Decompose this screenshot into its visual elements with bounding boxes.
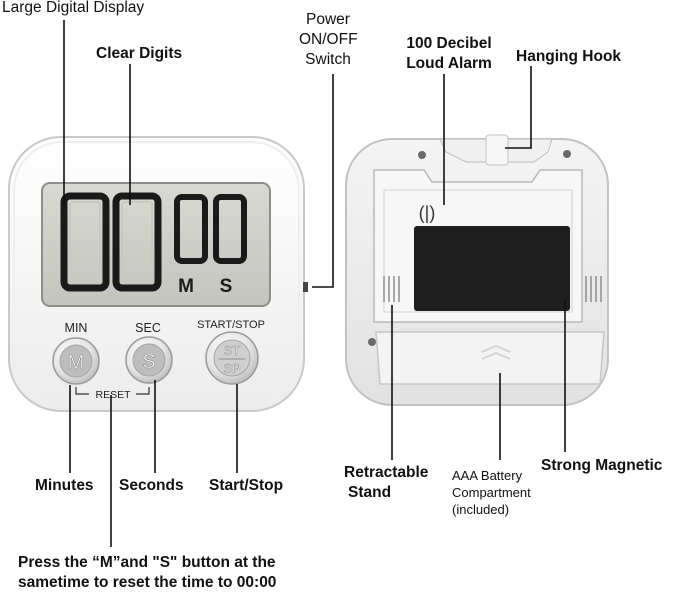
label-hanging-hook: Hanging Hook bbox=[516, 48, 622, 65]
svg-text:S: S bbox=[142, 351, 155, 373]
svg-text:M: M bbox=[68, 352, 85, 374]
label-power-switch: Power ON/OFF Switch bbox=[299, 11, 358, 68]
callout-lines bbox=[63, 20, 566, 547]
label-large-display: Large Digital Display bbox=[2, 0, 145, 16]
front-timer: M S MIN SEC START/STOP M S ST SP RESET bbox=[8, 136, 308, 412]
label-loud-alarm: 100 Decibel Loud Alarm bbox=[406, 35, 492, 72]
sec-caption: SEC bbox=[135, 321, 161, 335]
speaker-grille-icon: (|) bbox=[419, 203, 436, 223]
label-reset-note: Press the “M”and "S" button at the samet… bbox=[18, 554, 277, 591]
label-battery: AAA Battery Compartment (included) bbox=[452, 468, 531, 517]
svg-text:SP: SP bbox=[223, 361, 240, 376]
reset-caption: RESET bbox=[95, 389, 131, 401]
start-stop-button[interactable]: ST SP bbox=[205, 331, 259, 385]
label-seconds: Seconds bbox=[119, 477, 184, 494]
min-button[interactable]: M bbox=[52, 337, 100, 385]
back-timer: (|) bbox=[345, 134, 609, 406]
svg-text:ST: ST bbox=[224, 343, 241, 358]
second-digits bbox=[174, 194, 247, 264]
start-stop-caption: START/STOP bbox=[197, 319, 265, 331]
front-body-rim bbox=[13, 141, 300, 407]
label-clear-digits: Clear Digits bbox=[96, 45, 183, 62]
magnet bbox=[414, 226, 570, 311]
unit-s: S bbox=[220, 276, 233, 297]
label-minutes: Minutes bbox=[35, 477, 94, 494]
power-switch-nub[interactable] bbox=[303, 282, 308, 292]
label-strong-magnetic: Strong Magnetic bbox=[541, 457, 663, 474]
reset-bracket bbox=[75, 387, 89, 395]
minute-digits bbox=[60, 192, 162, 292]
label-start-stop: Start/Stop bbox=[209, 477, 284, 494]
sec-button[interactable]: S bbox=[125, 336, 173, 384]
unit-m: M bbox=[178, 276, 194, 297]
label-retractable-stand: Retractable Stand bbox=[344, 464, 429, 501]
battery-compartment[interactable] bbox=[375, 331, 605, 385]
min-caption: MIN bbox=[65, 321, 88, 335]
